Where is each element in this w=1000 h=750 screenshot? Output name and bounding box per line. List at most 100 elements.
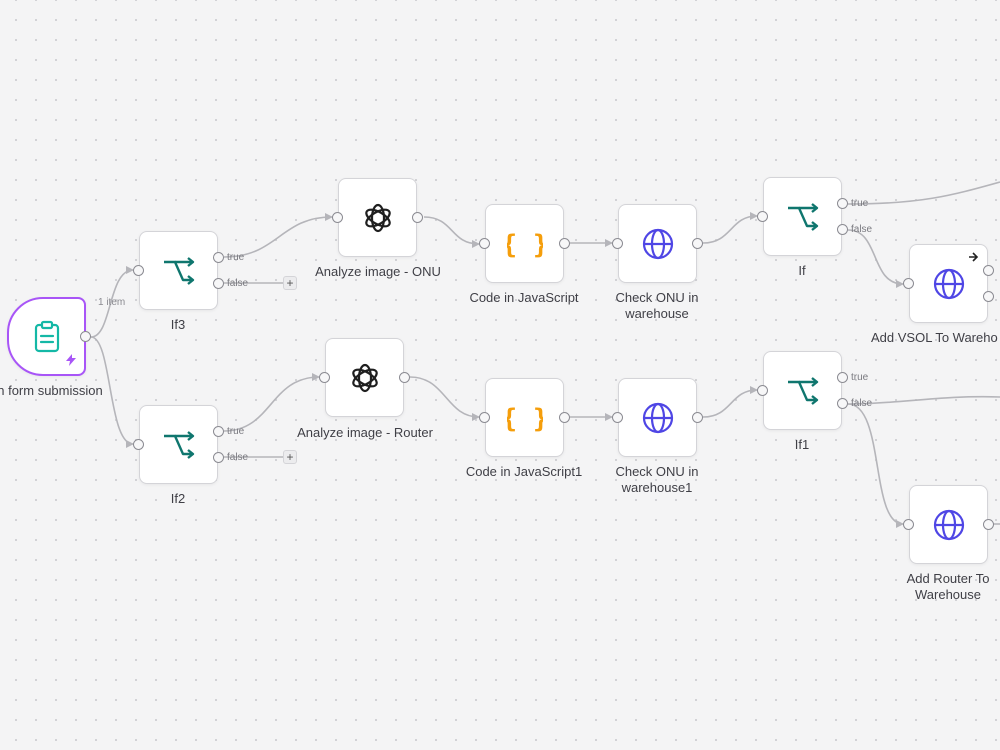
form-trigger-node[interactable] (7, 297, 86, 376)
if-node[interactable] (763, 177, 842, 256)
edge-if1-false-addrouter (847, 403, 904, 528)
if1-input-port[interactable] (757, 385, 768, 396)
add-router-node[interactable] (909, 485, 988, 564)
add-router-node-label-line2: Warehouse (915, 587, 981, 602)
if-branch-icon (163, 430, 194, 459)
add-vsol-output-port-1[interactable] (983, 265, 994, 276)
if-true-label: true (851, 198, 869, 209)
edge-if2-analyze-router (223, 373, 320, 432)
if2-true-label: true (227, 426, 245, 437)
analyze-router-output-port[interactable] (399, 372, 410, 383)
if-false-label: false (851, 224, 873, 235)
openai-icon (351, 363, 378, 392)
add-vsol-input-port[interactable] (903, 278, 914, 289)
edge-if-false-addvsol (847, 229, 904, 288)
clipboard-form-icon (34, 320, 59, 352)
openai-icon (364, 203, 391, 232)
if1-true-port[interactable] (837, 372, 848, 383)
svg-text:{ }: { } (507, 404, 543, 433)
if3-node-label: If3 (170, 317, 186, 332)
globe-icon (933, 509, 964, 540)
arrow-right-icon[interactable] (968, 252, 979, 262)
code-js-output-port[interactable] (559, 238, 570, 249)
if3-false-port[interactable] (213, 278, 224, 289)
if3-true-port[interactable] (213, 252, 224, 263)
globe-icon (933, 268, 964, 299)
add-router-node-label-line1: Add Router To (906, 571, 990, 586)
globe-icon (642, 228, 673, 259)
if3-input-port[interactable] (133, 265, 144, 276)
if2-node[interactable] (139, 405, 218, 484)
check-onu-node-label-line2: warehouse (625, 306, 689, 321)
code-js-node-label: Code in JavaScript (469, 290, 579, 305)
add-router-output-port[interactable] (983, 519, 994, 530)
edge-check1-if1 (702, 386, 758, 418)
if1-node[interactable] (763, 351, 842, 430)
analyze-onu-node[interactable] (338, 178, 417, 257)
add-vsol-node-label: Add VSOL To Wareho (871, 330, 998, 345)
if3-false-label: false (227, 278, 249, 289)
if-true-port[interactable] (837, 198, 848, 209)
code-js1-output-port[interactable] (559, 412, 570, 423)
if3-false-add-button[interactable]: + (283, 276, 297, 290)
trigger-node-label: n form submission (0, 383, 103, 398)
globe-icon (642, 402, 673, 433)
analyze-router-input-port[interactable] (319, 372, 330, 383)
edge-if-true-out (847, 181, 1000, 205)
if-input-port[interactable] (757, 211, 768, 222)
check-onu1-node[interactable] (618, 378, 697, 457)
check-onu1-node-label-line2: warehouse1 (621, 480, 693, 495)
if2-true-port[interactable] (213, 426, 224, 437)
analyze-onu-node-label: Analyze image - ONU (315, 264, 441, 279)
if-node-label: If (798, 263, 806, 278)
code-braces-icon: { } (507, 404, 543, 433)
if1-true-label: true (851, 372, 869, 383)
edge-analyze-onu-code (423, 216, 480, 248)
if2-node-label: If2 (170, 491, 186, 506)
if3-true-label: true (227, 252, 245, 263)
if1-false-port[interactable] (837, 398, 848, 409)
if2-false-label: false (227, 452, 249, 463)
code-js1-input-port[interactable] (479, 412, 490, 423)
if3-node[interactable] (139, 231, 218, 310)
svg-text:{ }: { } (507, 230, 543, 259)
trigger-output-port[interactable] (80, 331, 91, 342)
code-js1-node[interactable]: { } (485, 378, 564, 457)
check-onu-node-label-line1: Check ONU in (615, 290, 699, 305)
if2-false-port[interactable] (213, 452, 224, 463)
if-branch-icon (787, 376, 818, 405)
code-js1-node-label: Code in JavaScript1 (465, 464, 583, 479)
edge-trigger-if2 (90, 336, 134, 448)
add-vsol-node[interactable] (909, 244, 988, 323)
edge-if1-false-out (847, 395, 1000, 405)
check-onu1-output-port[interactable] (692, 412, 703, 423)
code-js-node[interactable]: { } (485, 204, 564, 283)
add-router-input-port[interactable] (903, 519, 914, 530)
if-false-port[interactable] (837, 224, 848, 235)
edge-trigger-if3 (90, 266, 134, 338)
if2-input-port[interactable] (133, 439, 144, 450)
edge-check-if (702, 212, 758, 244)
if-branch-icon (787, 202, 818, 231)
check-onu1-node-label-line1: Check ONU in (615, 464, 699, 479)
if1-node-label: If1 (794, 437, 810, 452)
analyze-onu-output-port[interactable] (412, 212, 423, 223)
edge-item-count-label: 1 item (98, 297, 126, 308)
check-onu-output-port[interactable] (692, 238, 703, 249)
analyze-router-node-label: Analyze image - Router (297, 425, 433, 440)
if1-false-label: false (851, 398, 873, 409)
analyze-onu-input-port[interactable] (332, 212, 343, 223)
check-onu1-input-port[interactable] (612, 412, 623, 423)
check-onu-node[interactable] (618, 204, 697, 283)
code-js-input-port[interactable] (479, 238, 490, 249)
add-vsol-output-port-2[interactable] (983, 291, 994, 302)
edge-analyze-router-code1 (409, 376, 480, 421)
trigger-bolt-icon (66, 354, 76, 366)
analyze-router-node[interactable] (325, 338, 404, 417)
code-braces-icon: { } (507, 230, 543, 259)
edge-if3-analyze-onu (223, 213, 333, 258)
if2-false-add-button[interactable]: + (283, 450, 297, 464)
if-branch-icon (163, 256, 194, 285)
check-onu-input-port[interactable] (612, 238, 623, 249)
